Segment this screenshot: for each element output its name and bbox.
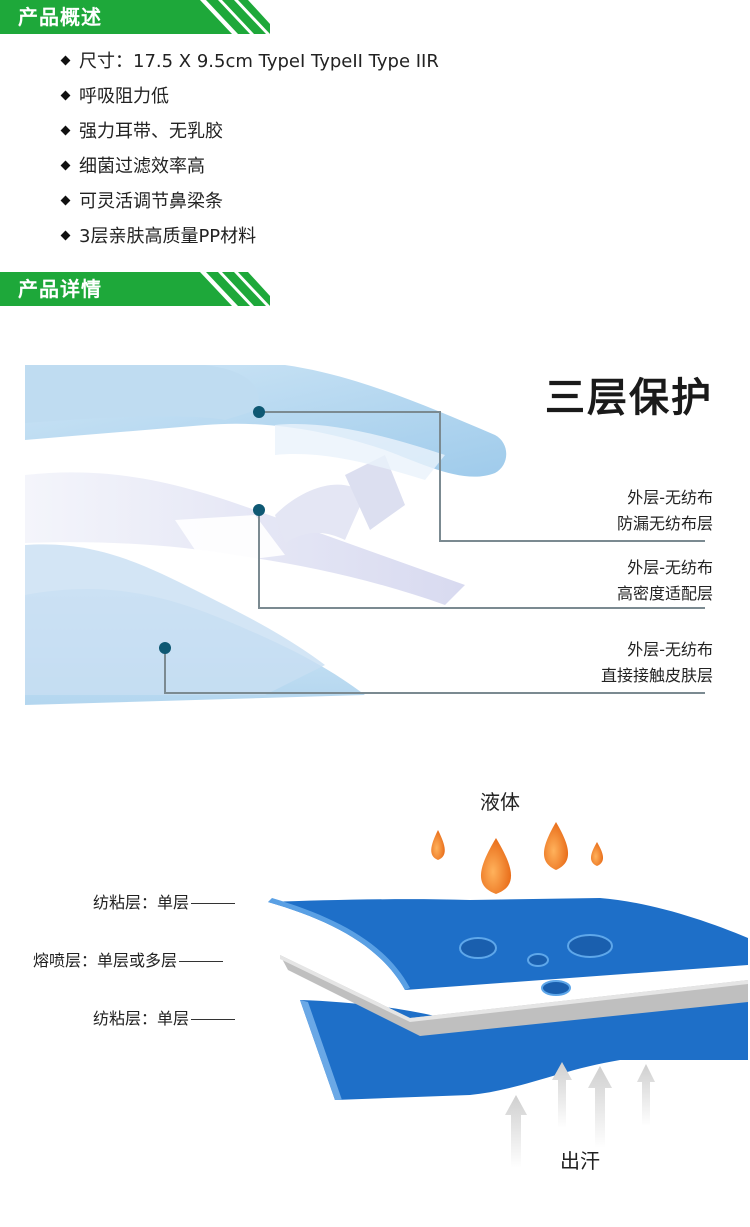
details-title: 产品详情 [18, 277, 102, 301]
details-header: 产品详情 [0, 272, 270, 306]
bubble-icon [567, 934, 613, 958]
diamond-bullet-icon [60, 55, 71, 66]
list-item: 3层亲肤高质量PP材料 [60, 219, 439, 254]
diamond-bullet-icon [60, 160, 71, 171]
inner-layer-label: 外层-无纺布 直接接触皮肤层 [600, 640, 713, 685]
list-item: 强力耳带、无乳胶 [60, 114, 439, 149]
header-banner-shape [0, 0, 270, 34]
overview-header: 产品概述 [0, 0, 270, 34]
three-layer-title: 三层保护 [545, 375, 713, 421]
droplet-icon [480, 838, 512, 894]
overview-list: 尺寸：17.5 X 9.5cm TypeI TypeII Type IIR 呼吸… [60, 44, 439, 254]
up-arrow-icon [505, 1095, 527, 1168]
up-arrow-icon [637, 1064, 655, 1126]
diamond-bullet-icon [60, 90, 71, 101]
mask-layers-illustration [25, 365, 725, 705]
bubble-icon [527, 953, 549, 967]
fabric-layers-figure: 液体 出汗 纺粘层：单层 熔喷层：单层或多层 纺粘层：单层 [0, 770, 750, 1210]
layer-marker-icon [253, 406, 265, 418]
fabric-illustration [268, 822, 748, 1168]
three-layer-figure: 三层保护 外层-无纺布 防漏无纺布层 外层-无纺布 高密度适配层 外层-无纺布 … [25, 365, 725, 705]
header-banner-shape [0, 272, 270, 306]
spunbond-bottom-label: 纺粘层：单层 [93, 1005, 236, 1029]
droplet-icon [431, 830, 445, 860]
bubble-icon [541, 980, 571, 996]
list-item: 细菌过滤效率高 [60, 149, 439, 184]
diamond-bullet-icon [60, 125, 71, 136]
diamond-bullet-icon [60, 230, 71, 241]
list-item: 尺寸：17.5 X 9.5cm TypeI TypeII Type IIR [60, 44, 439, 79]
diamond-bullet-icon [60, 195, 71, 206]
droplet-icon [590, 842, 604, 866]
sweat-caption: 出汗 [560, 1149, 600, 1173]
up-arrow-icon [588, 1066, 612, 1148]
outer-layer-label: 外层-无纺布 防漏无纺布层 [616, 488, 713, 533]
middle-layer-label: 外层-无纺布 高密度适配层 [616, 558, 713, 603]
list-item: 呼吸阻力低 [60, 79, 439, 114]
layer-marker-icon [253, 504, 265, 516]
bubble-icon [459, 937, 497, 959]
layer-marker-icon [159, 642, 171, 654]
list-item: 可灵活调节鼻梁条 [60, 184, 439, 219]
up-arrow-icon [552, 1062, 572, 1128]
meltblown-label: 熔喷层：单层或多层 [33, 947, 224, 971]
overview-title: 产品概述 [18, 5, 102, 29]
liquid-caption: 液体 [480, 790, 520, 814]
spunbond-top-label: 纺粘层：单层 [93, 889, 236, 913]
droplet-icon [543, 822, 569, 870]
